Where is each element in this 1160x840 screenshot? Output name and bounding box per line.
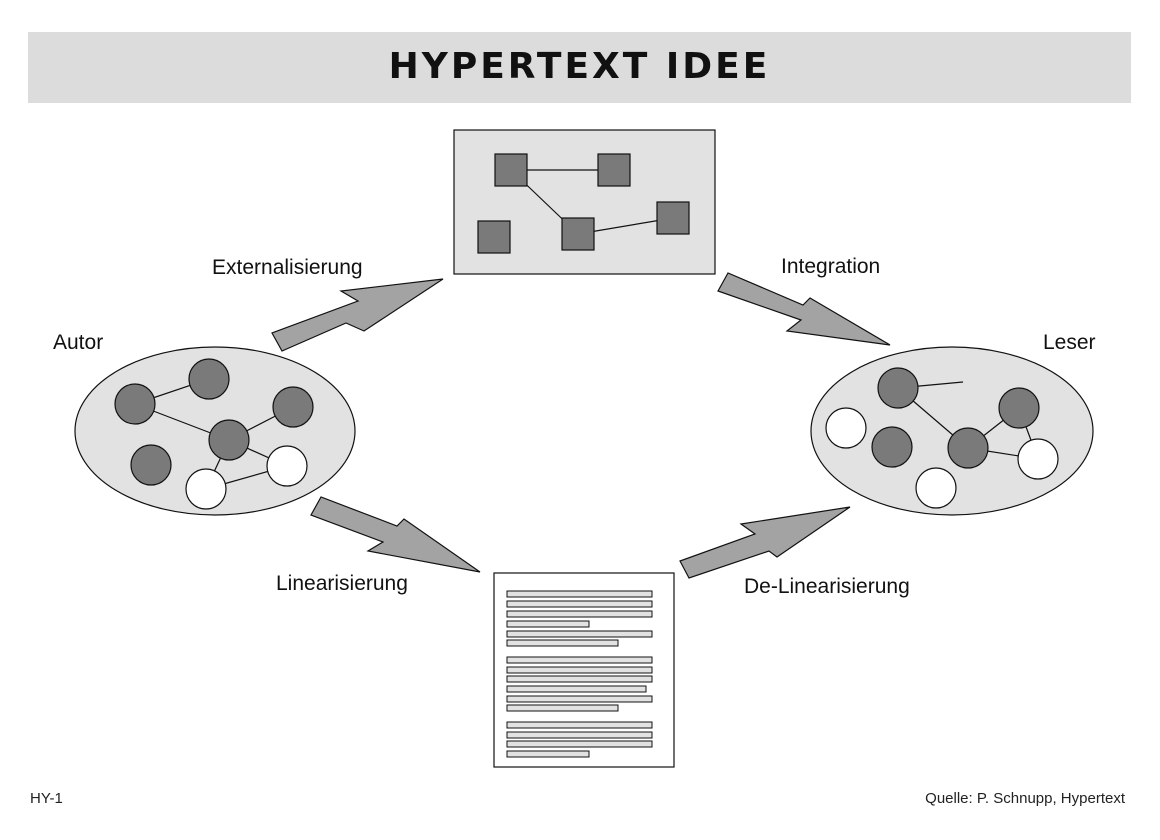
document-text-line — [506, 666, 653, 674]
network-node — [494, 153, 528, 187]
footer-page-id: HY-1 — [30, 790, 63, 807]
author-knowledge-ellipse — [74, 346, 356, 516]
reader-node-empty — [1017, 438, 1059, 480]
label-integration: Integration — [781, 255, 881, 278]
arrow-integration — [717, 272, 891, 346]
title-bar: HYPERTEXT IDEE — [28, 32, 1131, 103]
reader-node — [998, 387, 1040, 429]
linear-document — [493, 572, 675, 768]
document-text-line — [506, 656, 653, 664]
document-text-line — [506, 630, 653, 638]
reader-node-empty — [915, 467, 957, 509]
label-autor: Autor — [53, 331, 104, 354]
arrow-linearisierung — [310, 496, 481, 573]
reader-knowledge-ellipse — [810, 346, 1094, 516]
author-node — [114, 383, 156, 425]
author-node-empty — [266, 445, 308, 487]
network-node — [561, 217, 595, 251]
document-text-line — [506, 620, 590, 628]
document-text-line — [506, 731, 653, 739]
reader-node — [871, 426, 913, 468]
document-text-line — [506, 740, 653, 748]
document-text-line — [506, 590, 653, 598]
author-node — [130, 444, 172, 486]
author-node-empty — [185, 468, 227, 510]
network-node — [656, 201, 690, 235]
reader-node-empty — [825, 407, 867, 449]
page-title: HYPERTEXT IDEE — [388, 46, 771, 87]
network-node — [597, 153, 631, 187]
document-text-line — [506, 639, 619, 647]
arrow-de-linearisierung — [679, 506, 851, 579]
network-node — [477, 220, 511, 254]
reader-node — [877, 367, 919, 409]
document-text-line — [506, 675, 653, 683]
author-node — [208, 419, 250, 461]
arrow-externalisierung — [271, 278, 444, 352]
document-text-line — [506, 685, 647, 693]
document-text-line — [506, 600, 653, 608]
reader-node — [947, 427, 989, 469]
document-text-line — [506, 704, 619, 712]
label-leser: Leser — [1043, 331, 1096, 354]
document-text-line — [506, 695, 653, 703]
document-text-line — [506, 721, 653, 729]
document-text-line — [506, 610, 653, 618]
label-externalisierung: Externalisierung — [212, 256, 363, 279]
document-text-line — [506, 750, 590, 758]
label-de-linearisierung: De-Linearisierung — [744, 575, 910, 598]
hypertext-network-box — [453, 129, 716, 275]
footer-source: Quelle: P. Schnupp, Hypertext — [925, 790, 1125, 807]
label-linearisierung: Linearisierung — [276, 572, 408, 595]
author-node — [272, 386, 314, 428]
author-node — [188, 358, 230, 400]
